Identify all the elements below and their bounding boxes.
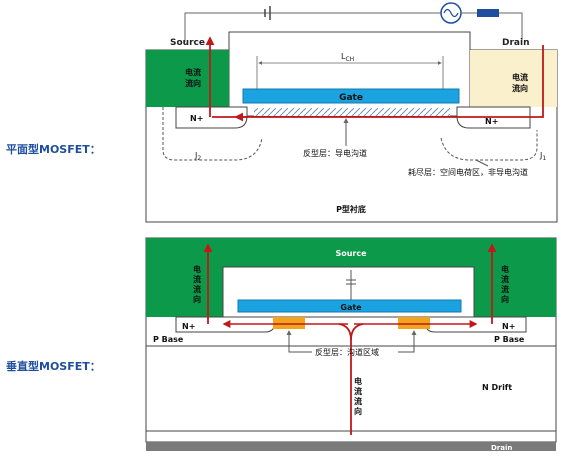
planar-flow-right-1: 电流 bbox=[512, 72, 528, 82]
gate-electrode bbox=[242, 88, 460, 104]
p-base-left-label: P Base bbox=[153, 335, 184, 344]
inversion-channel bbox=[254, 108, 450, 116]
v-inversion-pointer-right bbox=[398, 330, 417, 353]
flow-char-right-2: 流 bbox=[501, 274, 509, 284]
inversion-layer-label: 反型层：导电沟道 bbox=[303, 148, 367, 158]
vertical-gate-electrode bbox=[237, 299, 462, 313]
sine-wave-icon bbox=[443, 8, 459, 18]
depletion-left bbox=[162, 107, 263, 161]
drain-metal bbox=[146, 442, 556, 451]
flow-char-left-2: 流 bbox=[193, 274, 201, 284]
planar-mosfet: Source Drain LCH Gate 电流 流向 电流 流向 N+ N+ … bbox=[145, 2, 558, 223]
vertical-n-plus-right-label: N+ bbox=[502, 322, 515, 331]
channel-left bbox=[273, 317, 305, 329]
flow-char-right-1: 电 bbox=[501, 264, 509, 274]
flow-char-center-4: 向 bbox=[354, 406, 362, 416]
j2-label: J2 bbox=[194, 151, 201, 162]
j1-label: J1 bbox=[539, 151, 546, 162]
channel-right bbox=[398, 317, 430, 329]
v-inversion-pointer-left bbox=[286, 330, 312, 353]
wire-drain bbox=[499, 12, 523, 40]
resistor-icon bbox=[477, 9, 499, 17]
lch-label: LCH bbox=[341, 52, 354, 63]
planar-n-plus-left: N+ bbox=[190, 114, 203, 123]
planar-drain-label: Drain bbox=[502, 38, 529, 48]
planar-flow-right-2: 流向 bbox=[512, 83, 528, 93]
vertical-mosfet: Source Gate N+ N+ P Base P Base 反型层：沟道区域… bbox=[145, 237, 557, 452]
vertical-gate-label: Gate bbox=[340, 303, 362, 312]
flow-char-left-4: 向 bbox=[193, 294, 201, 304]
wire-top bbox=[184, 12, 441, 42]
depletion-pointer bbox=[475, 159, 489, 167]
planar-flow-left-2: 流向 bbox=[185, 78, 201, 88]
current-arrow-drain bbox=[455, 45, 544, 118]
flow-char-center-1: 电 bbox=[354, 376, 362, 386]
planar-mosfet-label: 平面型MOSFET： bbox=[6, 143, 101, 156]
flow-char-left-1: 电 bbox=[193, 264, 201, 274]
n-plus-left bbox=[175, 106, 248, 129]
flow-char-right-4: 向 bbox=[501, 294, 509, 304]
n-drift-label: N Drift bbox=[482, 383, 512, 392]
flow-char-center-3: 流 bbox=[354, 396, 362, 406]
source-region bbox=[146, 50, 229, 107]
p-substrate-label: P型衬底 bbox=[336, 204, 366, 214]
flow-char-center-2: 流 bbox=[354, 386, 362, 396]
flow-text-left: 电 流 流 向 bbox=[193, 264, 201, 304]
p-base-right-label: P Base bbox=[494, 335, 525, 344]
vertical-drain-label: Drain bbox=[491, 444, 512, 452]
vertical-source-label: Source bbox=[335, 249, 367, 258]
flow-text-right: 电 流 流 向 bbox=[501, 264, 509, 304]
vertical-mosfet-label: 垂直型MOSFET： bbox=[6, 360, 101, 373]
planar-n-plus-right: N+ bbox=[485, 117, 498, 126]
planar-source-label: Source bbox=[170, 38, 205, 48]
vertical-inversion-label: 反型层：沟道区域 bbox=[315, 347, 379, 357]
vertical-n-plus-left-label: N+ bbox=[182, 322, 195, 331]
planar-flow-left-1: 电流 bbox=[185, 67, 201, 77]
depletion-layer-label: 耗尽层：空间电荷区，非导电沟道 bbox=[408, 167, 528, 177]
flow-text-center: 电 流 流 向 bbox=[354, 376, 362, 416]
flow-char-left-3: 流 bbox=[193, 284, 201, 294]
flow-char-right-3: 流 bbox=[501, 284, 509, 294]
planar-gate-label: Gate bbox=[339, 93, 363, 103]
